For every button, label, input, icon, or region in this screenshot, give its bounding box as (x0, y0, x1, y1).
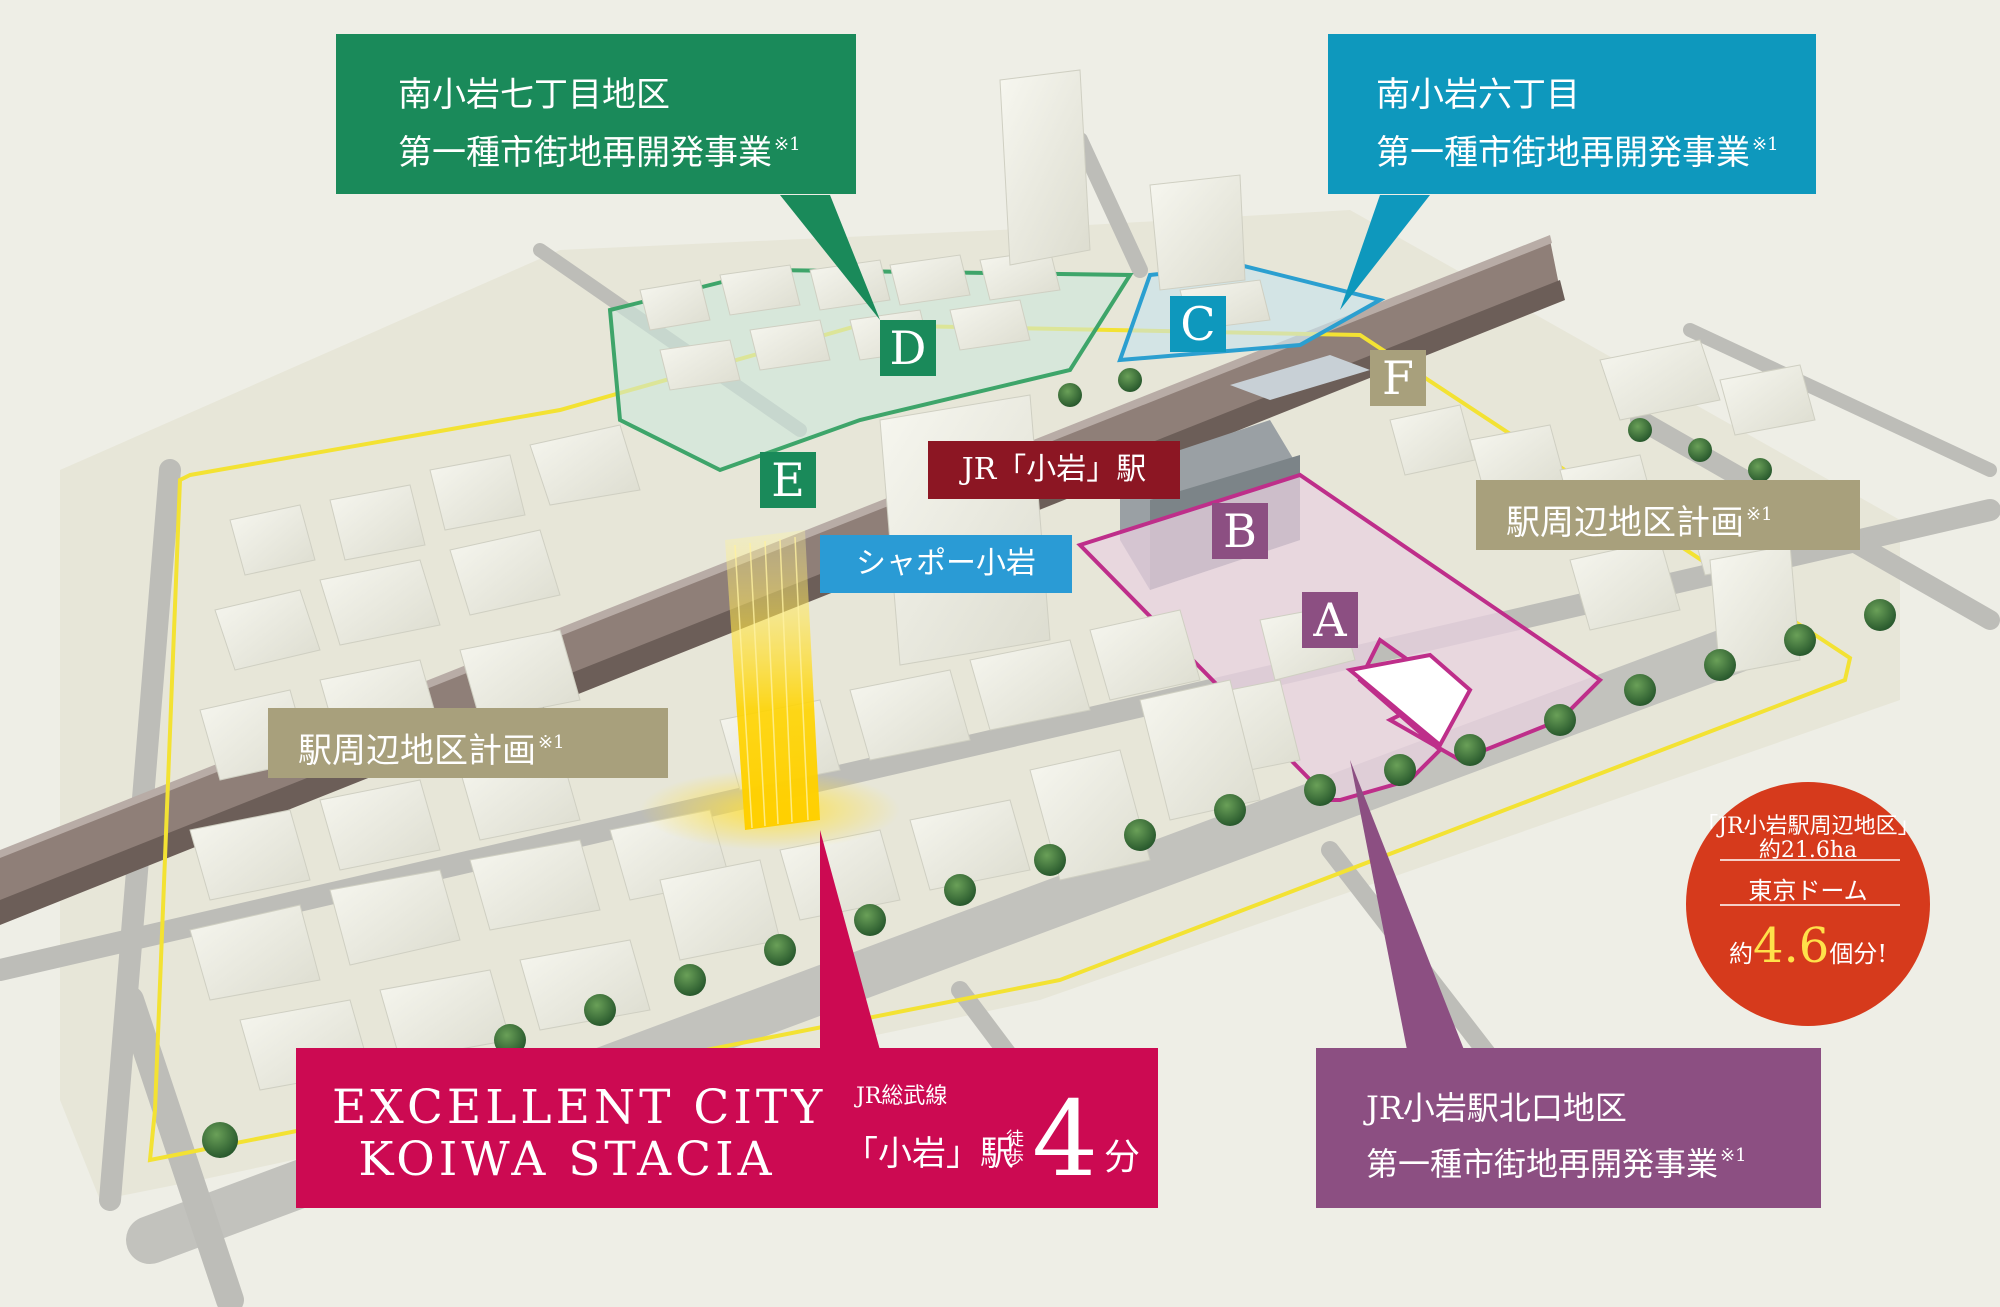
area-circle-line2: 約21.6ha (1758, 838, 1858, 863)
shapo-label: シャポー小岩 (820, 535, 1072, 593)
callout-ekishuhen-right-note: ※1 (1746, 504, 1773, 525)
property-name-line2: KOIWA STACIA (358, 1132, 776, 1187)
callout-ekishuhen-left-note: ※1 (538, 732, 565, 753)
area-circle-line1: 「JR小岩駅周辺地区」 (1696, 814, 1920, 839)
callout-kitaguchi-note: ※1 (1720, 1145, 1747, 1166)
pointer-minami6 (1340, 195, 1430, 310)
property-station: 「小岩」駅 (844, 1134, 1014, 1174)
badge-b: B (1212, 503, 1268, 559)
badge-a: A (1302, 592, 1358, 648)
callout-minami6: 南小岩六丁目 第一種市街地再開発事業※1 (1328, 34, 1816, 194)
callout-ekishuhen-left-label: 駅周辺地区計画 (298, 731, 536, 771)
callout-minami7-line2: 第一種市街地再開発事業 (398, 133, 772, 173)
property-name-line1: EXCELLENT CITY (332, 1080, 827, 1135)
callout-kitaguchi: JR小岩駅北口地区 第一種市街地再開発事業※1 (1316, 1048, 1821, 1208)
callout-ekishuhen-right: 駅周辺地区計画※1 (1476, 480, 1860, 550)
property-unit: 分 (1104, 1137, 1141, 1178)
property-line: JR総武線 (856, 1084, 948, 1109)
area-circle-line3: 東京ドーム (1748, 877, 1868, 905)
callout-ekishuhen-right-label: 駅周辺地区計画 (1506, 503, 1744, 543)
callout-minami6-note: ※1 (1752, 134, 1779, 155)
callout-minami7: 南小岩七丁目地区 第一種市街地再開発事業※1 (336, 34, 856, 194)
zone-a-inner (1345, 652, 1473, 749)
callout-minami6-line2: 第一種市街地再開発事業 (1376, 133, 1750, 173)
callout-ekishuhen-left: 駅周辺地区計画※1 (268, 708, 668, 778)
property-name: EXCELLENT CITY KOIWA STACIA (332, 1080, 827, 1187)
pointer-kitaguchi (1350, 760, 1470, 1065)
callout-minami7-line1: 南小岩七丁目地区 (398, 75, 670, 115)
property-walk-label: 徒 歩 (1006, 1129, 1024, 1169)
property-box: EXCELLENT CITY KOIWA STACIA JR総武線 「小岩」駅 … (296, 1048, 1158, 1208)
area-circle-value: 4.6 (1753, 918, 1830, 974)
callout-kitaguchi-line2: 第一種市街地再開発事業 (1366, 1145, 1719, 1183)
pointer-property (820, 830, 880, 1050)
callout-minami7-note: ※1 (774, 134, 801, 155)
area-circle-bg (1686, 782, 1930, 1026)
station-roof (1230, 355, 1370, 400)
pointer-minami7 (780, 195, 880, 320)
building-blocks (189, 249, 1816, 1091)
callout-minami6-line1: 南小岩六丁目 (1376, 75, 1580, 115)
area-circle: 「JR小岩駅周辺地区」 約21.6ha 東京ドーム 約4.6個分! (1686, 782, 1930, 1026)
callout-kitaguchi-line1: JR小岩駅北口地区 (1366, 1089, 1627, 1127)
area-circle-suffix: 個分! (1829, 940, 1887, 968)
badge-e: E (760, 452, 816, 508)
badge-c: C (1170, 296, 1226, 352)
towers (879, 69, 1801, 881)
property-tower (640, 530, 900, 850)
property-minutes: 4 (1032, 1078, 1099, 1200)
station-label: JR「小岩」駅 (928, 441, 1180, 499)
area-circle-prefix: 約 (1729, 940, 1753, 968)
badge-f: F (1370, 350, 1426, 406)
badge-d: D (880, 320, 936, 376)
